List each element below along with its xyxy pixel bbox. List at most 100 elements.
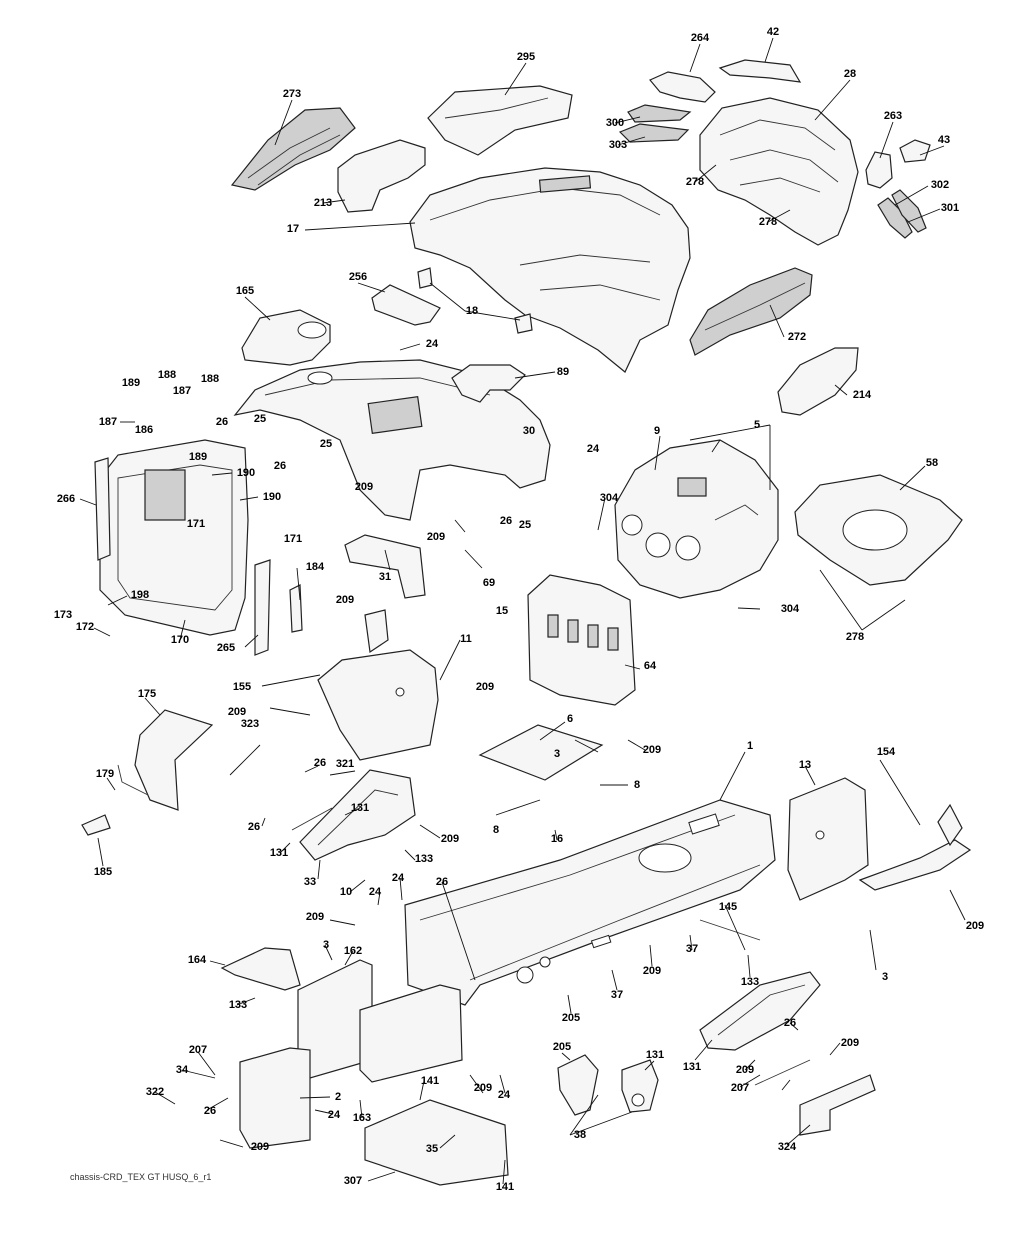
part-callout: 13: [799, 759, 811, 771]
part-callout: 185: [94, 866, 112, 878]
part-callout: 24: [392, 872, 405, 884]
part-callout: 187: [99, 416, 117, 428]
part-callout: 133: [741, 976, 759, 988]
part-callout: 324: [778, 1141, 797, 1153]
part-callout: 42: [767, 26, 779, 38]
part-callout: 307: [344, 1175, 362, 1187]
part-callout: 26: [784, 1017, 796, 1029]
part-callout: 205: [562, 1012, 580, 1024]
part-callout: 15: [496, 605, 508, 617]
part-callout: 131: [683, 1061, 701, 1073]
part-callout: 179: [96, 768, 114, 780]
part-callout: 272: [788, 331, 806, 343]
part-callout: 89: [557, 366, 569, 378]
part-callout: 256: [349, 271, 367, 283]
part-callout: 209: [474, 1082, 492, 1094]
part-callout: 304: [600, 492, 619, 504]
part-callout: 263: [884, 110, 902, 122]
part-callout: 209: [355, 481, 373, 493]
part-callout: 18: [466, 305, 478, 317]
part-callout: 303: [609, 139, 627, 151]
part-callout: 31: [379, 571, 391, 583]
part-callout: 184: [306, 561, 325, 573]
part-callout: 25: [320, 438, 332, 450]
front-frame: [94, 439, 303, 656]
part-callout: 189: [189, 451, 207, 463]
part-callout: 9: [654, 425, 660, 437]
part-callout: 26: [204, 1105, 216, 1117]
part-callout: 209: [336, 594, 354, 606]
part-callout: 26: [314, 757, 326, 769]
part-callout: 131: [646, 1049, 664, 1061]
part-callout: 207: [731, 1082, 749, 1094]
part-callout: 26: [274, 460, 286, 472]
part-callout: 17: [287, 223, 299, 235]
part-callout: 24: [328, 1109, 341, 1121]
part-callout: 264: [691, 32, 710, 44]
part-callout: 26: [248, 821, 260, 833]
part-callout: 26: [436, 876, 448, 888]
part-callout: 209: [306, 911, 324, 923]
part-callout: 37: [686, 943, 698, 955]
part-callout: 323: [241, 718, 259, 730]
part-callout: 301: [941, 202, 959, 214]
part-callout: 24: [498, 1089, 511, 1101]
part-callout: 209: [228, 706, 246, 718]
part-callout: 24: [587, 443, 600, 455]
part-callout: 164: [188, 954, 207, 966]
part-callout: 37: [611, 989, 623, 1001]
part-callout: 25: [254, 413, 266, 425]
part-callout: 26: [216, 416, 228, 428]
part-callout: 58: [926, 457, 938, 469]
part-callout: 173: [54, 609, 72, 621]
part-callout: 69: [483, 577, 495, 589]
part-callout: 33: [304, 876, 316, 888]
part-callout: 278: [686, 176, 704, 188]
part-callout: 278: [846, 631, 864, 643]
part-callout: 11: [460, 633, 472, 645]
misc-parts: [291, 807, 876, 1136]
part-callout: 25: [519, 519, 531, 531]
diagram-caption: chassis-CRD_TEX GT HUSQ_6_r1: [70, 1172, 211, 1182]
mount-plate: [478, 724, 604, 781]
part-callout: 189: [122, 377, 140, 389]
part-callout: 205: [553, 1041, 571, 1053]
part-callout: 5: [754, 419, 760, 431]
part-callout: 35: [426, 1143, 438, 1155]
part-callout: 321: [336, 758, 354, 770]
part-callout: 186: [135, 424, 153, 436]
part-callout: 2: [335, 1091, 341, 1103]
part-callout: 30: [523, 425, 535, 437]
part-callout: 209: [643, 965, 661, 977]
dash-shroud: [233, 359, 551, 599]
part-callout: 198: [131, 589, 149, 601]
part-callout: 141: [421, 1075, 439, 1087]
part-callout: 145: [719, 901, 737, 913]
part-callout: 187: [173, 385, 191, 397]
part-callout: 24: [369, 886, 382, 898]
rear-plates: [220, 947, 509, 1186]
part-callout: 278: [759, 216, 777, 228]
part-callout: 209: [427, 531, 445, 543]
part-callout: 34: [176, 1064, 189, 1076]
part-callout: 188: [201, 373, 219, 385]
part-callout: 155: [233, 681, 251, 693]
part-callout: 209: [966, 920, 984, 932]
part-callout: 300: [606, 117, 624, 129]
part-callout: 8: [634, 779, 640, 791]
footrest-right: [699, 971, 821, 1051]
part-callout: 3: [323, 939, 329, 951]
leader-lines: [79, 37, 966, 1185]
part-callout: 28: [844, 68, 856, 80]
part-callout: 172: [76, 621, 94, 633]
part-callout: 64: [644, 660, 657, 672]
part-callout: 165: [236, 285, 254, 297]
part-callout: 133: [415, 853, 433, 865]
console: [614, 439, 779, 599]
part-callout: 190: [263, 491, 281, 503]
part-callout: 188: [158, 369, 176, 381]
part-callout: 131: [270, 847, 288, 859]
part-callout: 209: [643, 744, 661, 756]
part-callout: 213: [314, 197, 332, 209]
part-callout: 163: [353, 1112, 371, 1124]
